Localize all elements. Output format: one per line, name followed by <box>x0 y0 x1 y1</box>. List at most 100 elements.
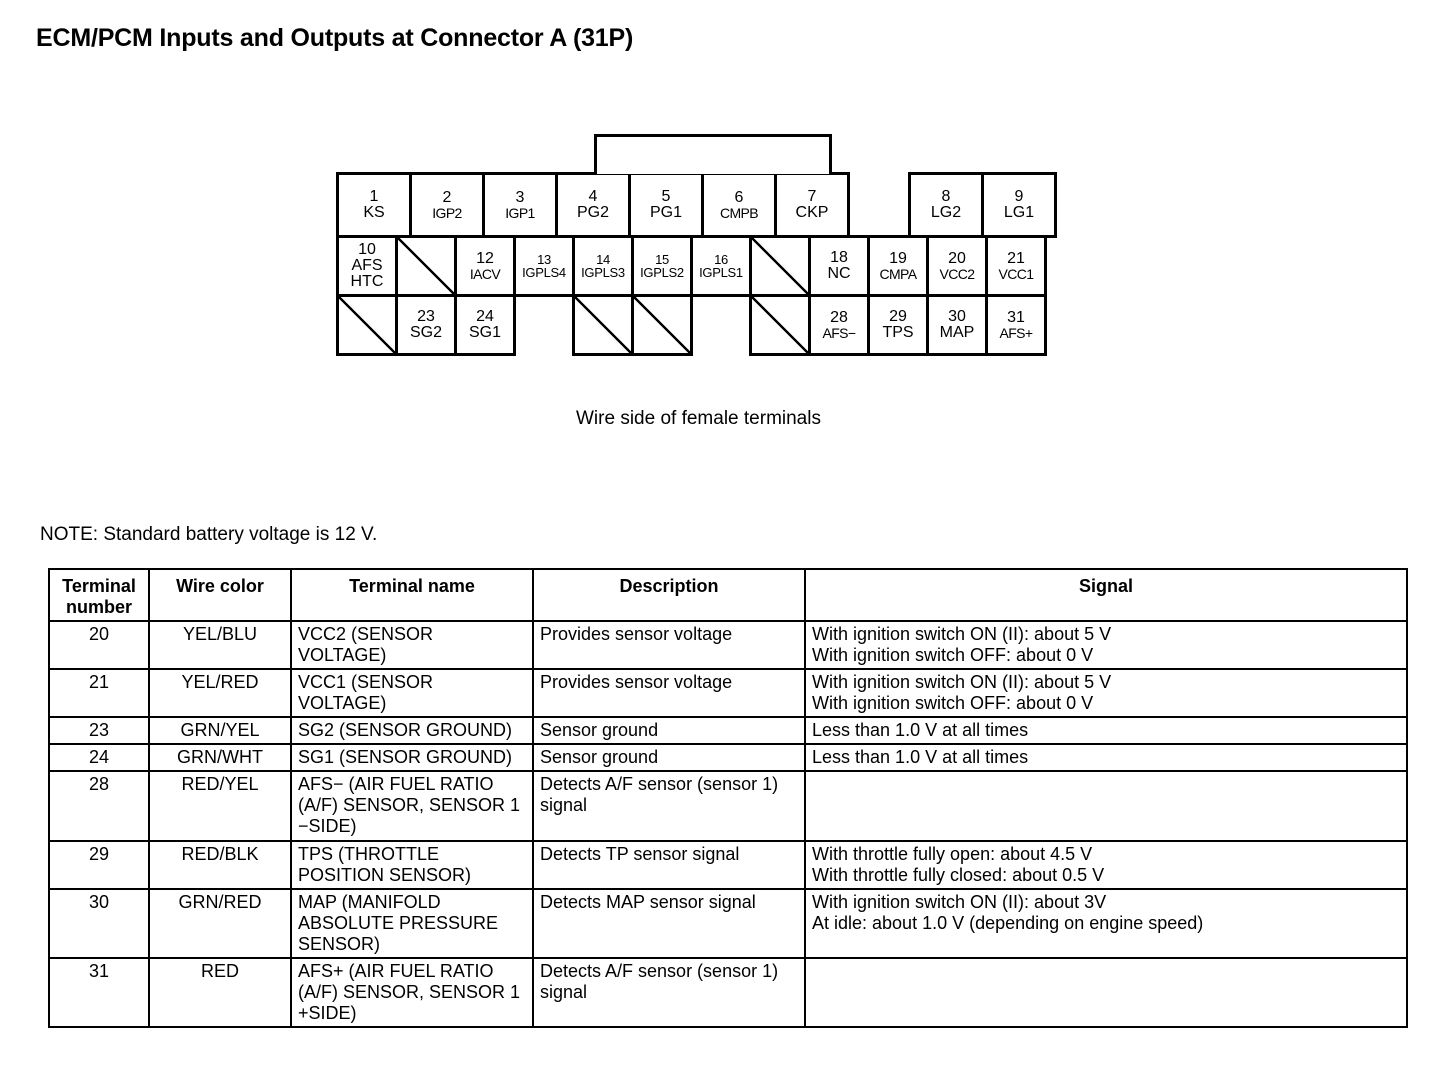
cell-wire-color: GRN/RED <box>148 887 292 959</box>
cell-terminal-number: 24 <box>48 743 150 773</box>
col-header-terminal-number-line1: Terminal <box>62 576 136 596</box>
connector-cell-label: IGP2 <box>432 205 462 222</box>
cell-description: Provides sensor voltage <box>532 620 806 671</box>
cell-terminal-name: SG1 (SENSOR GROUND) <box>290 743 534 773</box>
connector-spacer <box>690 294 752 356</box>
connector-cell-number: 6 <box>734 188 744 206</box>
terminal-table: Terminal number Wire color Terminal name… <box>48 567 1408 1028</box>
connector-cell-label: IGPLS2 <box>640 265 684 280</box>
cell-terminal-name: AFS+ (AIR FUEL RATIO (A/F) SENSOR, SENSO… <box>290 956 534 1028</box>
cell-wire-color: RED/BLK <box>148 839 292 890</box>
cell-signal <box>804 956 1408 1028</box>
connector-cell-label: IGPLS3 <box>581 265 625 280</box>
cell-wire-color: YEL/RED <box>148 668 292 719</box>
cell-terminal-number: 29 <box>48 839 150 890</box>
cell-description: Detects TP sensor signal <box>532 839 806 890</box>
connector-cell-label: TPS <box>882 324 914 341</box>
col-header-signal: Signal <box>804 567 1408 623</box>
table-header-row: Terminal number Wire color Terminal name… <box>48 567 1408 623</box>
connector-cell-number: 14 <box>596 251 610 267</box>
connector-cell-label: SG1 <box>468 324 501 341</box>
cell-wire-color: RED/YEL <box>148 770 292 842</box>
cell-terminal-number: 23 <box>48 716 150 746</box>
connector-cell-number: 23 <box>417 307 435 325</box>
signal-line: At idle: about 1.0 V (depending on engin… <box>812 912 1204 933</box>
connector-cell-label: LG2 <box>930 204 962 221</box>
cell-terminal-number: 30 <box>48 887 150 959</box>
cell-signal: Less than 1.0 V at all times <box>804 716 1408 746</box>
connector-cell-number: 8 <box>941 187 951 205</box>
connector-cell-label: KS <box>363 204 385 221</box>
cell-wire-color: GRN/YEL <box>148 716 292 746</box>
connector-locking-tab <box>594 134 832 174</box>
signal-line: With ignition switch OFF: about 0 V <box>812 693 1094 714</box>
connector-cell-number: 30 <box>948 307 966 325</box>
connector-cell-unused <box>336 294 398 356</box>
cell-description: Detects A/F sensor (sensor 1) signal <box>532 956 806 1028</box>
cell-wire-color: GRN/WHT <box>148 743 292 773</box>
connector-cell-label: LG1 <box>1003 204 1035 221</box>
cell-description: Detects A/F sensor (sensor 1) signal <box>532 770 806 842</box>
connector-cell-number: 3 <box>515 188 525 206</box>
connector-cell-label: IGPLS4 <box>522 265 566 280</box>
connector-cell-label: VCC2 <box>939 266 976 283</box>
connector-cell-number: 19 <box>889 249 907 267</box>
cell-terminal-name: VCC1 (SENSOR VOLTAGE) <box>290 668 534 719</box>
cell-terminal-name: MAP (MANIFOLD ABSOLUTE PRESSURE SENSOR) <box>290 887 534 959</box>
connector-cell-label: NC <box>827 265 851 282</box>
connector-cell-number: 24 <box>476 307 494 325</box>
col-header-description: Description <box>532 567 806 623</box>
connector-cell-number: 7 <box>807 187 817 205</box>
connector-cell-label: CKP <box>795 204 829 221</box>
connector-spacer <box>847 172 911 238</box>
connector-cell-label: CMPA <box>879 266 917 283</box>
col-header-terminal-name: Terminal name <box>290 567 534 623</box>
cell-terminal-number: 20 <box>48 620 150 671</box>
col-header-terminal-number: Terminal number <box>48 567 150 623</box>
connector-cell-number: 18 <box>830 248 848 266</box>
signal-line: Less than 1.0 V at all times <box>812 720 1029 741</box>
connector-cell-label: SG2 <box>409 324 442 341</box>
connector-cell-label: MAP <box>939 324 975 341</box>
connector-cell-unused <box>572 294 634 356</box>
cell-description: Sensor ground <box>532 743 806 773</box>
connector-cell-label: PG2 <box>576 204 609 221</box>
connector-cell-number: 9 <box>1014 187 1024 205</box>
connector-cell-label: PG1 <box>649 204 682 221</box>
connector-cell-number: 4 <box>588 187 598 205</box>
connector-cell-label: IGPLS1 <box>699 265 743 280</box>
cell-description: Detects MAP sensor signal <box>532 887 806 959</box>
